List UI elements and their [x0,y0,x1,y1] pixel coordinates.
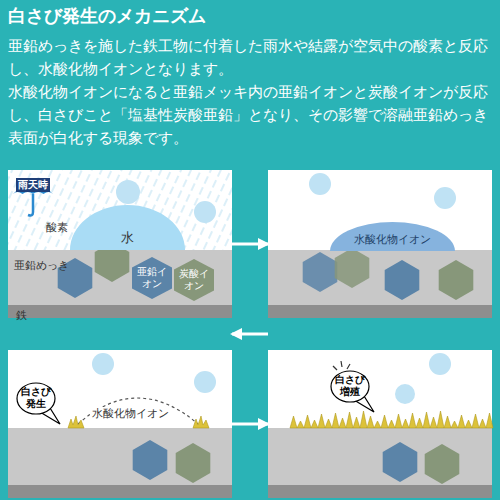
body-holder: 亜鉛めっきを施した鉄工物に付着した雨水や結露が空気中の酸素と反応し、水酸化物イオ… [8,35,494,150]
node-text: 水酸化物イオン [354,233,431,246]
shape-part [132,257,172,299]
ion-hexagon [303,252,338,292]
oxygen-circle [434,187,456,209]
zinc-layer [268,428,492,485]
node-text: 炭酸イオン [179,268,210,292]
ion-hexagon [385,260,420,300]
oxygen-circle [309,173,331,195]
callout-bubble: 白さび発生 [16,382,56,418]
ion-hexagon: 炭酸イオン [174,259,214,301]
node-text: 白さび増殖 [335,374,366,398]
shape-part [174,259,214,301]
body-text: 亜鉛めっきを施した鉄工物に付着した雨水や結露が空気中の酸素と反応し、水酸化物イオ… [8,35,494,81]
oxygen-circle [92,353,114,375]
flow-arrow [232,333,268,336]
stage-panel: 水酸化物イオン [268,170,492,318]
sparkle-lines [333,366,337,370]
flow-arrow [232,423,268,426]
shape-part [28,194,33,216]
panel-ground [8,170,492,498]
ion-hexagon: 亜鉛イオン [132,257,172,299]
rust-spike [193,416,209,428]
zinc-layer [8,428,232,485]
sparkle-lines [347,364,350,369]
panel-ground [268,170,492,318]
iron-layer [8,305,492,498]
rust-spike [68,416,84,428]
callout-bubble: 白さび増殖 [330,370,370,406]
ion-hexagon [425,444,460,484]
part-label: 酸素 [44,221,70,234]
shape-part [330,222,455,251]
oxygen-circle [194,371,216,393]
ion-hexagon [383,442,418,482]
rust-growth [290,411,493,428]
ion-hexagon [58,242,474,484]
node-text: 亜鉛イオン [137,266,168,290]
label-holder: 鉄 [14,304,29,323]
panel-ground [8,350,232,498]
diagram-title: 白さび発生のメカニズム [8,3,494,29]
iron-layer [8,305,232,318]
label-holder: 水酸化物イオン [90,402,171,421]
oxygen-circle [429,353,451,375]
node-text: 水 [121,230,134,245]
ion-dome: 水酸化物イオン [330,222,455,251]
label-holder: 酸素 [44,216,70,235]
part-label: 鉄 [14,309,29,322]
part-label: 水酸化物イオン [90,407,171,420]
panel-ground [268,350,492,498]
iron-layer [268,485,492,498]
rain-lines [8,170,232,250]
stage-panel: 水酸化物イオン 白さび発生 [8,350,232,498]
part-label: 亜鉛めっき [12,259,71,272]
oxygen-circle [116,180,140,204]
shape-part [70,205,185,250]
rust-growth [290,411,493,428]
zinc-layer [8,250,492,485]
stage-panel: 酸素亜鉛めっき鉄雨天時水亜鉛イオン炭酸イオン [8,170,232,318]
label-holder: 亜鉛めっき [12,254,71,273]
node-text: 雨天時 [16,178,50,192]
sparkle-lines [341,361,342,367]
ion-hexagon [439,260,474,300]
dashed-arc [78,398,198,424]
shape-part [331,371,369,402]
oxygen-circle [395,384,415,404]
title-holder: 白さび発生のメカニズム [8,3,494,29]
sparkle-lines [333,361,350,370]
body-text: 水酸化物イオンになると亜鉛メッキ内の亜鉛イオンと炭酸イオンが反応し、白さびこと「… [8,81,494,150]
iron-layer [8,485,232,498]
stage-panel: 白さび増殖 [268,350,492,498]
node-text: 白さび発生 [21,386,52,410]
shape-part [17,383,55,414]
umbrella-icon: 雨天時 [12,174,54,218]
oxygen-circle [194,201,216,223]
flow-arrow [232,243,268,246]
iron-layer [268,305,492,318]
water-drop: 水 [70,205,185,250]
ion-hexagon [335,248,370,288]
panel-ground [8,170,232,318]
ion-hexagon [176,443,211,483]
ion-hexagon [133,440,168,480]
zinc-layer [268,250,492,305]
